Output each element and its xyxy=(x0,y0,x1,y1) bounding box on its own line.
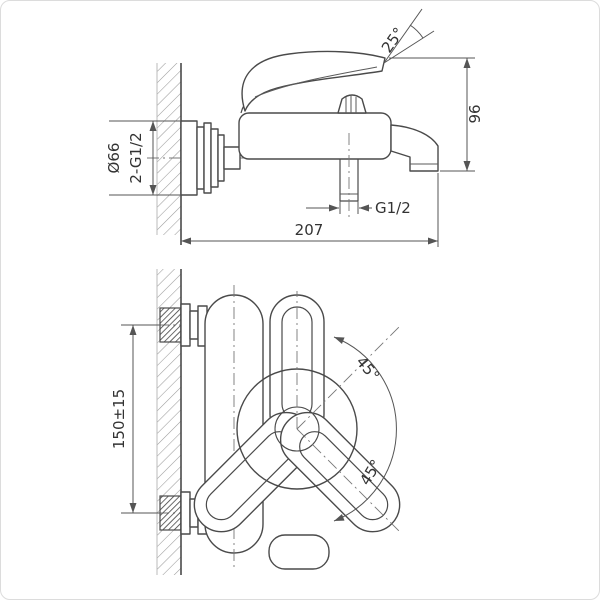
dimension-outlet-thread: G1/2 xyxy=(306,199,411,217)
width-label: 207 xyxy=(295,221,324,239)
dimension-inlet-spacing: 150±15 xyxy=(110,324,159,514)
dimension-width: 207 xyxy=(181,173,439,247)
outlet-thread-label: G1/2 xyxy=(375,199,411,217)
height-label: 96 xyxy=(466,104,484,123)
wall-flange xyxy=(180,120,241,196)
tub-outlet xyxy=(339,133,359,219)
side-view: 25° Ø66 2-G1/2 96 G1/2 xyxy=(105,8,484,247)
dimension-flange: Ø66 2-G1/2 xyxy=(105,120,181,196)
dimension-handle-angle: 25° xyxy=(378,8,435,64)
spout-front xyxy=(268,534,330,570)
dimension-height: 96 xyxy=(389,57,484,172)
handle-angle-label: 25° xyxy=(378,24,408,56)
swing-angle-upper-label: 45° xyxy=(352,353,383,385)
wall-thread-label: 2-G1/2 xyxy=(127,132,145,183)
upper-inlet-fitting xyxy=(159,303,208,347)
diverter-knob xyxy=(337,94,367,114)
wall-section-side xyxy=(156,63,182,245)
spout xyxy=(390,124,439,172)
handle-lever xyxy=(241,50,386,112)
mixer-body xyxy=(238,90,392,160)
inlet-spacing-label: 150±15 xyxy=(110,389,128,449)
front-view: 45° 45° 150±15 xyxy=(110,269,402,575)
flange-diameter-label: Ø66 xyxy=(105,143,123,174)
